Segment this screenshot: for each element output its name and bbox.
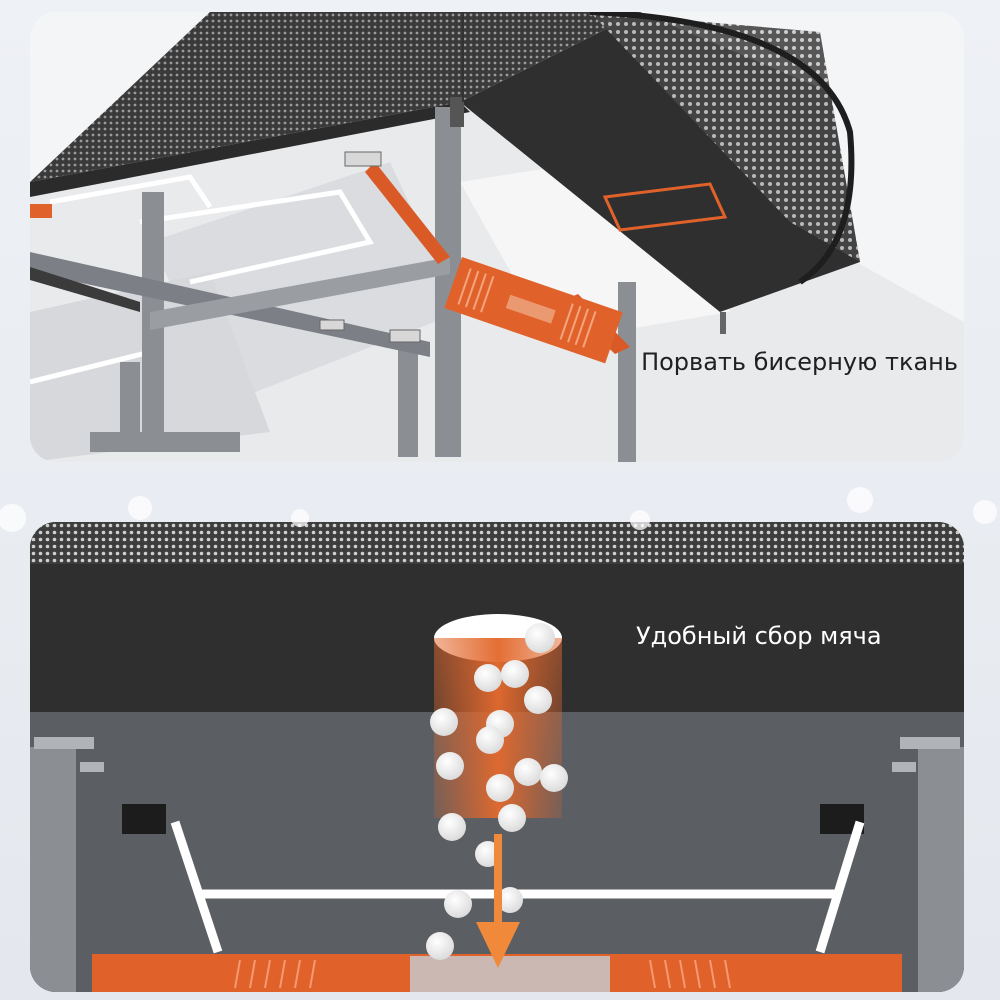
net-surface bbox=[30, 12, 640, 182]
table-underside-illustration bbox=[30, 12, 964, 462]
pocket-window-marking bbox=[602, 182, 728, 232]
bottom-illustration-panel bbox=[30, 522, 964, 992]
arrow-down-icon bbox=[476, 834, 520, 968]
bottom-caption: Удобный сбор мяча bbox=[636, 622, 882, 650]
brand-plate bbox=[444, 257, 623, 364]
balls bbox=[426, 623, 568, 960]
decorative-bubbles bbox=[0, 487, 997, 532]
top-illustration-panel: Порвать бисерную ткань bbox=[30, 12, 964, 462]
net-strip bbox=[30, 522, 964, 564]
ball-collection-illustration bbox=[30, 522, 964, 992]
top-caption: Порвать бисерную ткань bbox=[641, 348, 958, 376]
